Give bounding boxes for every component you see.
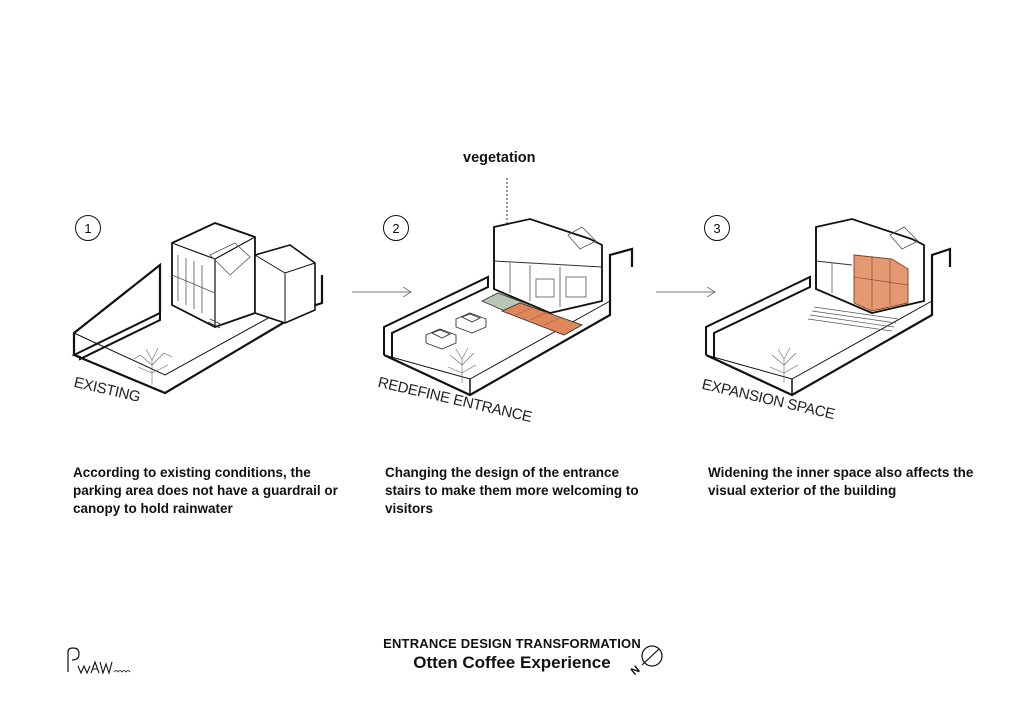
step-number-1: 1 bbox=[75, 215, 101, 241]
caption-existing: According to existing conditions, the pa… bbox=[73, 465, 338, 516]
north-arrow-icon: N bbox=[628, 643, 668, 682]
project-title: Otten Coffee Experience bbox=[413, 653, 611, 672]
logo bbox=[64, 646, 144, 681]
isometric-drawing-existing bbox=[71, 222, 324, 395]
step-number-3: 3 bbox=[704, 215, 730, 241]
isometric-drawing-expansion-space bbox=[705, 218, 952, 397]
transition-arrow-2 bbox=[656, 286, 716, 298]
caption-expansion-space: Widening the inner space also affects th… bbox=[708, 465, 974, 498]
step-number-2: 2 bbox=[383, 215, 409, 241]
transition-arrow-1 bbox=[352, 286, 412, 298]
subtitle-entrance-design: ENTRANCE DESIGN TRANSFORMATION bbox=[383, 636, 641, 651]
vegetation-annotation: vegetation bbox=[463, 150, 536, 166]
svg-text:N: N bbox=[629, 664, 643, 677]
caption-redefine-entrance: Changing the design of the entrance stai… bbox=[385, 465, 639, 516]
isometric-drawing-redefine-entrance bbox=[383, 218, 634, 397]
